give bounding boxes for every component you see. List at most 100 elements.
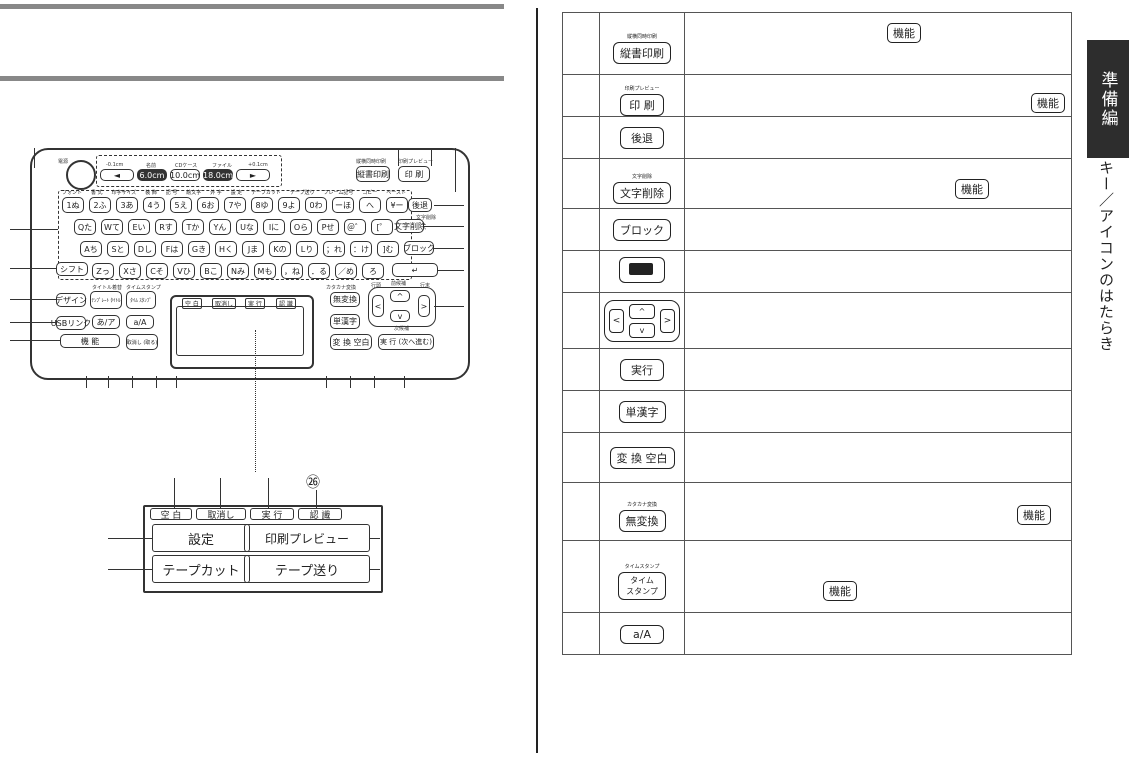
tiny-label: テープカット xyxy=(251,190,281,196)
char-key: Hく xyxy=(215,241,237,257)
callout-number: ㉖ xyxy=(306,475,320,491)
key-label: 単漢字 xyxy=(618,400,666,423)
arrow-right-icon: > xyxy=(418,295,430,317)
arrow-up-icon: ^ xyxy=(390,290,410,302)
key-icon-cell: カタカナ変換無変換 xyxy=(599,482,685,541)
key-icon-cell: 実行 xyxy=(599,348,685,391)
char-key: ／め xyxy=(335,263,357,279)
top-tiny-2: CDケース xyxy=(175,163,198,169)
char-key: Lり xyxy=(296,241,318,257)
row-number-cell xyxy=(562,612,600,655)
description-cell xyxy=(684,612,1072,655)
lcd-zoom-frame xyxy=(143,505,383,593)
arrow-left-icon: < xyxy=(609,308,624,333)
callout-line xyxy=(10,229,58,230)
tiny-label: 書 式 xyxy=(90,190,103,196)
row-number-cell xyxy=(562,432,600,483)
key-enter: ↵ xyxy=(392,263,438,277)
callout-line xyxy=(455,148,456,192)
char-key: Nみ xyxy=(227,263,249,279)
callout-line xyxy=(10,299,56,300)
key-backspace: 後退 xyxy=(408,198,432,212)
char-key: Vひ xyxy=(173,263,195,279)
char-key: Cそ xyxy=(146,263,168,279)
callout-line xyxy=(350,376,351,388)
description-cell xyxy=(684,390,1072,433)
char-key: Kの xyxy=(269,241,291,257)
char-key: Iに xyxy=(263,219,285,235)
char-key: Uな xyxy=(236,219,258,235)
char-key: Rす xyxy=(155,219,177,235)
key-icon-cell: 印刷プレビュー印 刷 xyxy=(599,74,685,117)
char-key: ＠゛ xyxy=(344,219,366,235)
callout-line xyxy=(434,306,464,307)
function-key-icon: 機能 xyxy=(1017,505,1051,525)
char-key: 7や xyxy=(224,197,246,213)
key-icon-cell: ^v<> xyxy=(599,292,685,349)
right-top-tiny-0: 縦横同時印刷 xyxy=(356,159,387,165)
key-label: 文字削除 xyxy=(613,182,671,204)
char-key: Bこ xyxy=(200,263,222,279)
key-timestamp: ﾀｲﾑ ｽﾀﾝﾌﾟ xyxy=(126,291,156,309)
table-row: a/A xyxy=(562,612,1072,655)
power-label: 電源 xyxy=(58,159,69,165)
table-row: 印刷プレビュー印 刷機能 xyxy=(562,74,1072,117)
description-cell: 機能 xyxy=(684,482,1072,541)
zoom-dotted-line xyxy=(255,330,256,472)
table-row: ブロック xyxy=(562,208,1072,251)
key-label: 縦書印刷 xyxy=(613,42,671,64)
key-block: ブロック xyxy=(403,241,435,255)
left-tiny-1: タイムスタンプ xyxy=(126,285,161,291)
conv-tiny-4: 次候補 xyxy=(394,326,410,332)
description-cell xyxy=(684,208,1072,251)
conv-tiny-0: カタカナ変換 xyxy=(326,285,357,291)
key-shift: シフト xyxy=(56,262,88,276)
lcd-zoom-tape-cut: テープカット xyxy=(152,555,250,583)
description-cell xyxy=(684,348,1072,391)
top-tiny-1: 名前 xyxy=(146,163,157,169)
top-tiny-0: -0.1cm xyxy=(106,162,124,168)
char-key: 3あ xyxy=(116,197,138,213)
row-number-cell xyxy=(562,390,600,433)
callout-line xyxy=(374,376,375,388)
tiny-label: 設 定 xyxy=(230,190,243,196)
arrow-up-icon: ^ xyxy=(629,303,655,319)
callout-line xyxy=(176,376,177,388)
key-label: ブロック xyxy=(613,218,671,241)
key-icon-cell: タイムスタンプタイム スタンプ xyxy=(599,540,685,613)
key-top-2: 10.0cm xyxy=(170,169,201,181)
left-tiny-0: タイトル着替 xyxy=(92,285,123,291)
char-key: 0わ xyxy=(305,197,327,213)
right-tiny-0: 文字削除 xyxy=(416,215,437,221)
char-key: Eい xyxy=(128,219,150,235)
key-icon: カタカナ変換無変換 xyxy=(618,501,666,532)
arrow-keys-icon: ^v<> xyxy=(604,299,680,342)
table-row: 変 換 空白 xyxy=(562,432,1072,483)
description-cell: 機能 xyxy=(684,540,1072,613)
key-execute: 実 行 (次へ進む) xyxy=(378,334,434,350)
key-icon: 変 換 空白 xyxy=(609,446,675,469)
callout-line xyxy=(108,376,109,388)
key-icon-cell: 文字削除文字削除 xyxy=(599,158,685,209)
tape-length-group xyxy=(96,155,282,187)
key-label: 実行 xyxy=(620,358,664,381)
char-key: 9よ xyxy=(278,197,300,213)
char-keys-group xyxy=(58,190,412,280)
lcd-zoom-tab-blank: 空 白 xyxy=(150,508,192,521)
callout-line xyxy=(370,569,380,570)
chapter-tab: 準備編 xyxy=(1087,40,1129,158)
char-key: 5え xyxy=(170,197,192,213)
key-label: 変 換 空白 xyxy=(609,446,675,469)
section-label: キー／アイコンのはたらき xyxy=(1097,160,1115,352)
row-number-cell xyxy=(562,208,600,251)
table-row: 単漢字 xyxy=(562,390,1072,433)
key-usb-link: USBリンク xyxy=(51,316,91,330)
callout-line xyxy=(132,376,133,388)
table-row: カタカナ変換無変換 機能 xyxy=(562,482,1072,541)
key-case: a/A xyxy=(126,315,154,329)
lcd-frame xyxy=(170,295,314,369)
key-design: デザイン xyxy=(55,293,87,307)
key-function-table: 縦横同時印刷縦書印刷機能印刷プレビュー印 刷機能後退文字削除文字削除機能ブロック… xyxy=(562,12,1072,655)
char-key: [゜ xyxy=(371,219,393,235)
callout-line xyxy=(220,478,221,508)
